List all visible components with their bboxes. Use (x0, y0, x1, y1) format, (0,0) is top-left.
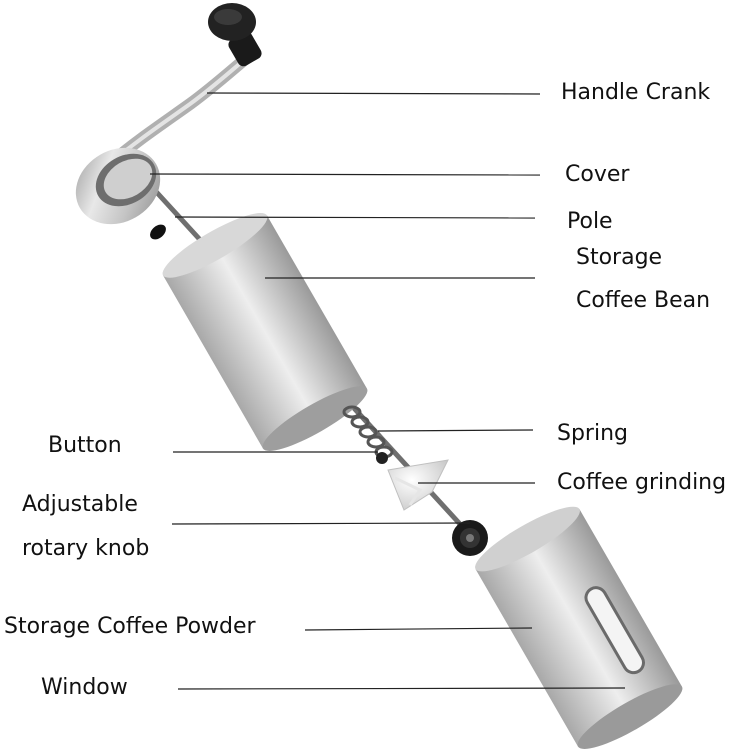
crank-knob-icon (208, 3, 262, 67)
cover-ring-icon (75, 147, 161, 225)
leader-lines (149, 92, 626, 690)
grinding-cone-icon (387, 459, 449, 511)
bean-storage-cylinder (162, 213, 368, 451)
spring-leader (377, 429, 534, 432)
label-handle-crank: Handle Crank (561, 80, 711, 105)
label-pole: Pole (567, 209, 613, 234)
label-cover: Cover (565, 162, 630, 187)
window-slot (584, 586, 645, 675)
adjustable-knob-icon (452, 520, 488, 556)
window-leader (177, 687, 626, 690)
spring-icon (342, 405, 394, 459)
storage-coffee-powder-leader (304, 627, 533, 631)
button-icon (376, 452, 388, 464)
cover-leader (149, 173, 541, 176)
powder-storage-cylinder (475, 506, 683, 749)
label-adjustable-knob-line2: rotary knob (22, 536, 150, 561)
label-adjustable-knob-line1: Adjustable (22, 492, 138, 517)
label-coffee-grinding: Coffee grinding (557, 470, 727, 495)
label-storage-coffee-bean-line2: Coffee Bean (576, 288, 711, 313)
pole-leader (174, 216, 536, 219)
pole-washer-icon (150, 224, 166, 240)
label-window: Window (41, 675, 128, 700)
adjustable-knob-leader (171, 522, 471, 525)
label-storage-coffee-powder: Storage Coffee Powder (4, 614, 256, 639)
handle-crank-leader (206, 92, 541, 95)
label-spring: Spring (557, 421, 628, 446)
label-button: Button (48, 433, 122, 458)
label-storage-coffee-bean-line1: Storage (576, 245, 663, 270)
